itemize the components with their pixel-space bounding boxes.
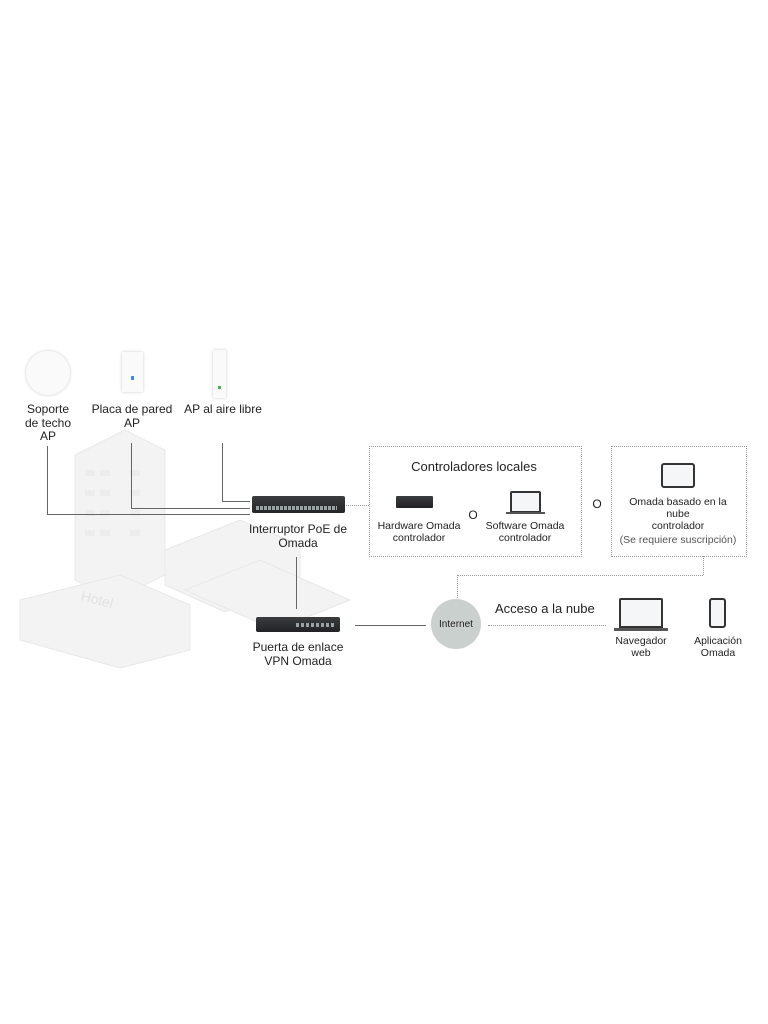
label-line: Navegador xyxy=(615,635,667,647)
label-line: Omada basado en la xyxy=(629,496,727,508)
tablet-icon xyxy=(661,463,695,488)
outdoor-ap-cable xyxy=(222,501,250,502)
label-line: de techo xyxy=(24,415,72,430)
wall-ap-cable xyxy=(131,443,132,509)
local-controllers-title: Controladores locales xyxy=(411,459,537,474)
cloud-link xyxy=(703,556,704,575)
web-browser-laptop-icon xyxy=(619,598,663,628)
label-line: Hardware Omada xyxy=(377,520,461,532)
internet-node: Internet xyxy=(431,599,481,649)
switch-gateway-cable xyxy=(296,557,297,609)
label-line: Interruptor PoE de xyxy=(248,522,348,536)
label-line: Aplicación xyxy=(694,635,742,647)
wall-ap-cable xyxy=(131,508,250,509)
laptop-base xyxy=(614,628,668,631)
outdoor-ap-icon xyxy=(213,350,226,398)
switch-label: Interruptor PoE de Omada xyxy=(248,522,348,550)
label-line: controlador xyxy=(392,532,446,544)
local-controllers-box xyxy=(369,446,582,557)
ceiling-ap-label: Soporte de techo AP xyxy=(24,402,72,444)
poe-switch-icon xyxy=(252,496,345,513)
cloud-controller-label: Omada basado en la nube controlador (Se … xyxy=(620,496,737,546)
outdoor-ap-cable xyxy=(222,443,223,502)
hardware-controller-label: Hardware Omada controlador xyxy=(378,520,461,544)
gateway-label: Puerta de enlace VPN Omada xyxy=(252,640,344,668)
label-line: nube xyxy=(666,508,690,520)
label-line: Omada xyxy=(278,535,318,550)
wall-plate-ap-icon xyxy=(122,352,143,392)
ceiling-ap-cable xyxy=(47,514,250,515)
internet-client-link xyxy=(488,625,606,626)
label-line: AP xyxy=(123,415,141,430)
outdoor-ap-label: AP al aire libre xyxy=(184,402,262,416)
label-line: Puerta de enlace xyxy=(252,640,344,654)
label-line: AP xyxy=(39,429,57,443)
label-line: Soporte xyxy=(26,402,70,416)
or-label: O xyxy=(468,508,478,522)
label-line: controlador xyxy=(498,532,552,544)
laptop-icon xyxy=(510,491,541,512)
subscription-note: (Se requiere suscripción) xyxy=(619,534,737,546)
cloud-link xyxy=(457,575,703,576)
omada-app-label: Aplicación Omada xyxy=(694,635,742,659)
or-between-label: O xyxy=(592,497,602,511)
phone-icon xyxy=(709,598,726,628)
gateway-internet-cable xyxy=(355,625,426,626)
ceiling-ap-icon xyxy=(26,351,70,395)
label-line: Omada xyxy=(700,646,736,659)
hardware-controller-icon xyxy=(396,496,433,508)
software-controller-label: Software Omada controlador xyxy=(486,520,565,544)
vpn-gateway-icon xyxy=(256,617,340,632)
laptop-base xyxy=(506,512,545,514)
cloud-access-label: Acceso a la nube xyxy=(495,601,595,616)
ceiling-ap-cable xyxy=(47,446,48,515)
web-browser-label: Navegador web xyxy=(615,635,667,659)
label-line: controlador xyxy=(651,520,705,532)
label-line: Software Omada xyxy=(485,520,565,532)
cloud-controller-box xyxy=(611,446,747,557)
label-line: Placa de pared xyxy=(91,402,173,416)
label-line: VPN Omada xyxy=(264,653,332,668)
cloud-link xyxy=(457,575,458,598)
label-line: web xyxy=(631,646,651,659)
wall-ap-label: Placa de pared AP xyxy=(91,402,173,430)
switch-controller-link xyxy=(346,505,369,506)
internet-label: Internet xyxy=(439,618,473,630)
